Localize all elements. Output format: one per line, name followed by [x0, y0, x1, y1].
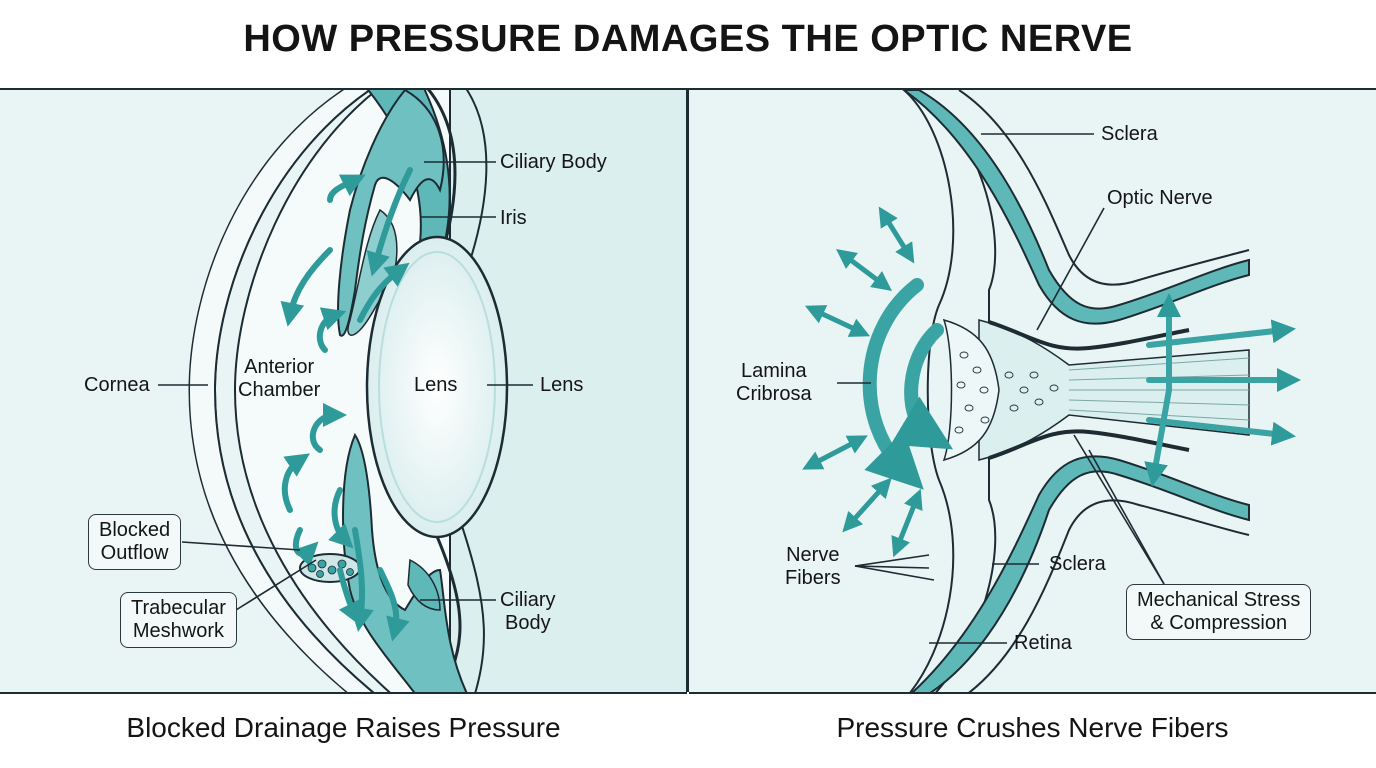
left-panel-caption: Blocked Drainage Raises Pressure: [126, 712, 561, 743]
optic-nerve-label: Optic Nerve: [1107, 187, 1213, 209]
lens-inner-label: Lens: [414, 374, 458, 396]
retina-label: Retina: [1014, 632, 1072, 654]
iris-label: Iris: [500, 207, 527, 229]
lens-outer-label: Lens: [540, 374, 584, 396]
nerve-fibers-label: Nerve Fibers: [785, 544, 841, 589]
right-panel-caption: Pressure Crushes Nerve Fibers: [836, 712, 1229, 743]
anterior-eye-illustration: [158, 90, 687, 692]
diagram-title: HOW PRESSURE DAMAGES THE OPTIC NERVE: [243, 18, 1133, 60]
panel-divider: [686, 88, 689, 692]
trabecular-meshwork-label: Trabecular Meshwork: [120, 592, 237, 648]
optic-nerve-illustration: [802, 90, 1301, 692]
ciliary-body-label: Ciliary Body: [500, 151, 607, 173]
cornea-label: Cornea: [84, 374, 150, 396]
sclera-bottom-label: Sclera: [1049, 553, 1106, 575]
anterior-chamber-label: Anterior Chamber: [238, 356, 321, 401]
ciliary-body-bottom-label: Ciliary Body: [500, 589, 556, 634]
sclera-top-label: Sclera: [1101, 123, 1158, 145]
right-panel-optic-nerve: Sclera Optic Nerve Lamina Cribrosa Nerve…: [689, 88, 1376, 694]
left-panel-anterior-eye: Ciliary Body Iris Cornea Anterior Chambe…: [0, 88, 687, 694]
lamina-cribrosa-label: Lamina Cribrosa: [736, 360, 812, 405]
blocked-outflow-label: Blocked Outflow: [88, 514, 182, 570]
mechanical-stress-label: Mechanical Stress & Compression: [1126, 584, 1312, 640]
